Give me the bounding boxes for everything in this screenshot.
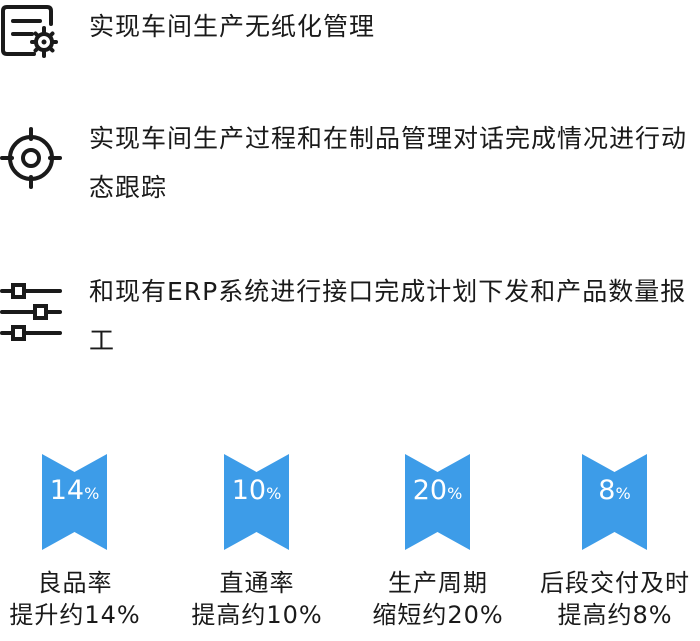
stat-label: 良品率 提升约14%	[0, 567, 160, 631]
stat-label-line2: 提高约8%	[530, 599, 700, 631]
ribbon-badge: 20%	[405, 454, 470, 550]
stat-label-line1: 直通率	[172, 567, 342, 599]
stat-card: 14% 良品率 提升约14%	[0, 454, 160, 641]
settings-document-icon	[0, 4, 60, 64]
stat-card: 8% 后段交付及时 提高约8%	[530, 454, 700, 641]
stat-label-line2: 提升约14%	[0, 599, 160, 631]
stat-label: 后段交付及时 提高约8%	[530, 567, 700, 631]
stat-value: 20%	[405, 475, 470, 506]
ribbon-badge: 10%	[224, 454, 289, 550]
stat-label: 直通率 提高约10%	[172, 567, 342, 631]
stat-label-line2: 提高约10%	[172, 599, 342, 631]
stat-label-line1: 良品率	[0, 567, 160, 599]
stat-card: 10% 直通率 提高约10%	[172, 454, 342, 641]
stat-label-line1: 后段交付及时	[530, 567, 700, 599]
feature-text: 和现有ERP系统进行接口完成计划下发和产品数量报工	[89, 267, 694, 365]
stat-value: 14%	[42, 475, 107, 506]
feature-text: 实现车间生产过程和在制品管理对话完成情况进行动态跟踪	[89, 114, 694, 212]
feature-text: 实现车间生产无纸化管理	[89, 2, 694, 51]
ribbon-badge: 8%	[582, 454, 647, 550]
ribbon-badge: 14%	[42, 454, 107, 550]
target-icon	[0, 127, 62, 193]
sliders-icon	[0, 283, 62, 345]
stat-label-line2: 缩短约20%	[353, 599, 523, 631]
stat-value: 10%	[224, 475, 289, 506]
stat-label-line1: 生产周期	[353, 567, 523, 599]
stat-label: 生产周期 缩短约20%	[353, 567, 523, 631]
stat-card: 20% 生产周期 缩短约20%	[353, 454, 523, 641]
stat-value: 8%	[582, 475, 647, 506]
